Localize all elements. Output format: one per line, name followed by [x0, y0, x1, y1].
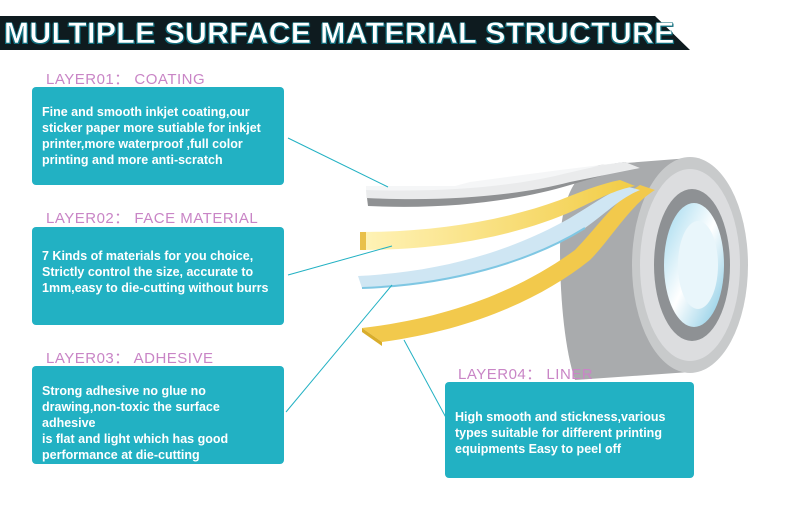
layer01-description: Fine and smooth inkjet coating,our stick…	[42, 105, 261, 167]
layer03-description-box: Strong adhesive no glue no drawing,non-t…	[32, 366, 284, 464]
layer04-heading: LAYER04： LINER	[458, 366, 594, 383]
layer01-description-box: Fine and smooth inkjet coating,our stick…	[32, 87, 284, 185]
leader-line-liner	[403, 339, 451, 426]
layer02-description-box: 7 Kinds of materials for you choice, Str…	[32, 227, 284, 325]
layer01-heading: LAYER01： COATING	[46, 71, 206, 88]
liner-layer-strip	[362, 185, 655, 342]
adhesive-layer-strip	[358, 186, 640, 288]
title-banner	[0, 16, 690, 50]
leader-line-adhesive	[285, 284, 393, 413]
page-title: MULTIPLE SURFACE MATERIAL STRUCTURE	[4, 17, 675, 51]
layer04-description: High smooth and stickness,various types …	[455, 410, 666, 456]
layer02-description: 7 Kinds of materials for you choice, Str…	[42, 249, 269, 295]
layer03-description: Strong adhesive no glue no drawing,non-t…	[42, 384, 229, 462]
title-banner-shape	[0, 16, 690, 50]
leader-line-face-material	[287, 245, 393, 276]
layer04-description-box: High smooth and stickness,various types …	[445, 382, 694, 478]
layer02-heading: LAYER02： FACE MATERIAL	[46, 210, 259, 227]
face-material-layer-strip	[360, 180, 635, 250]
layer03-heading: LAYER03： ADHESIVE	[46, 350, 214, 367]
leader-line-coating	[287, 137, 389, 188]
